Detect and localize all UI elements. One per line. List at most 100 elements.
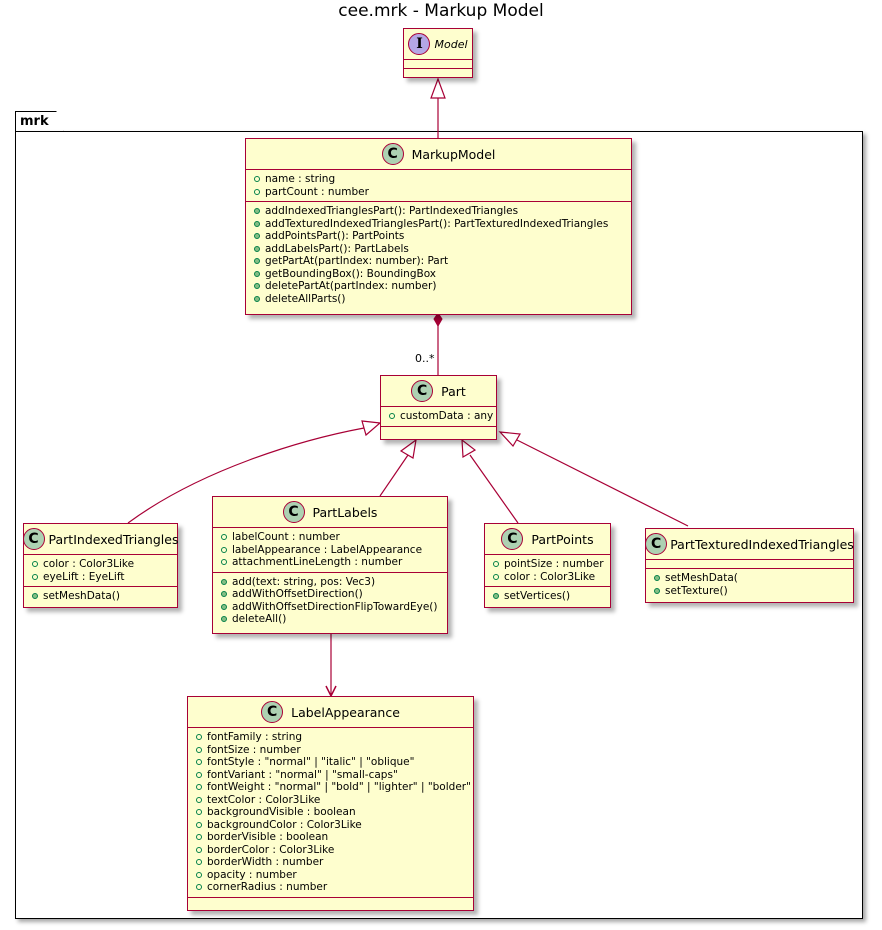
class-badge-icon: C	[261, 701, 284, 723]
operations-section: setVertices()	[485, 587, 610, 606]
operations-section: addIndexedTrianglesPart(): PartIndexedTr…	[246, 202, 631, 308]
public-method-icon	[254, 245, 260, 252]
attributes-section: name : string partCount : number	[246, 170, 631, 202]
public-attribute-icon	[196, 846, 202, 853]
operations-section: add(text: string, pos: Vec3) addWithOffs…	[213, 573, 447, 629]
operation: getBoundingBox(): BoundingBox	[265, 267, 437, 280]
public-method-icon	[254, 220, 260, 227]
operations-section	[381, 427, 496, 439]
attribute: fontVariant : "normal" | "small-caps"	[207, 768, 398, 781]
operation: deleteAllParts()	[265, 292, 346, 305]
public-method-icon	[221, 603, 227, 610]
diagram-title: cee.mrk - Markup Model	[338, 1, 544, 21]
attributes-section: fontFamily : string fontSize : number fo…	[188, 728, 473, 898]
public-method-icon	[254, 233, 260, 240]
public-attribute-icon	[196, 809, 202, 816]
public-attribute-icon	[493, 573, 499, 580]
attribute: color : Color3Like	[43, 558, 135, 570]
public-method-icon	[32, 593, 38, 600]
class-name: MarkupModel	[411, 146, 496, 162]
class-name: PartLabels	[312, 504, 378, 520]
attribute: borderColor : Color3Like	[207, 843, 335, 856]
class-name: LabelAppearance	[291, 704, 400, 720]
attribute: name : string	[265, 173, 336, 185]
attribute: color : Color3Like	[504, 570, 596, 583]
attribute: customData : any	[400, 410, 494, 422]
public-method-icon	[254, 270, 260, 277]
attribute: eyeLift : EyeLift	[43, 570, 125, 583]
public-attribute-icon	[196, 784, 202, 791]
class-name: PartIndexedTriangles	[48, 531, 179, 547]
class-badge-icon: C	[501, 528, 524, 550]
class-badge-icon: C	[22, 528, 45, 550]
operations-section: setMeshData( setTexture()	[646, 569, 853, 600]
attribute: backgroundVisible : boolean	[207, 806, 356, 818]
public-attribute-icon	[196, 759, 202, 766]
multiplicity-label: 0..*	[415, 352, 435, 365]
public-method-icon	[254, 295, 260, 302]
public-method-icon	[221, 591, 227, 598]
attribute: partCount : number	[265, 185, 369, 198]
attribute: backgroundColor : Color3Like	[207, 818, 362, 831]
public-attribute-icon	[254, 176, 260, 183]
operation: deletePartAt(partIndex: number)	[265, 280, 437, 292]
operations-section	[404, 69, 472, 76]
operation: addWithOffsetDirection()	[232, 588, 363, 600]
public-attribute-icon	[389, 413, 395, 420]
operation: setMeshData()	[43, 590, 120, 602]
operation: setTexture()	[665, 584, 728, 597]
operation: addWithOffsetDirectionFlipTowardEye()	[232, 600, 438, 613]
public-attribute-icon	[221, 546, 227, 553]
package-tab: mrk	[15, 111, 64, 132]
public-method-icon	[254, 258, 260, 265]
attributes-section	[646, 560, 853, 569]
operation: addPointsPart(): PartPoints	[265, 230, 405, 242]
attributes-section: color : Color3Like eyeLift : EyeLift	[24, 555, 177, 587]
operations-section	[188, 898, 473, 910]
public-attribute-icon	[196, 859, 202, 866]
operation: addIndexedTrianglesPart(): PartIndexedTr…	[265, 205, 519, 217]
class-markupmodel[interactable]: C MarkupModel name : string partCount : n…	[245, 138, 632, 315]
class-badge-icon: C	[282, 501, 305, 523]
attributes-section	[404, 60, 472, 69]
class-badge-icon: C	[381, 143, 404, 165]
operation: addTexturedIndexedTrianglesPart(): PartT…	[265, 217, 609, 230]
attribute: opacity : number	[207, 868, 297, 881]
attribute: borderWidth : number	[207, 856, 324, 868]
class-part[interactable]: C Part customData : any	[380, 375, 497, 440]
public-attribute-icon	[32, 573, 38, 580]
public-attribute-icon	[32, 561, 38, 568]
public-method-icon	[254, 283, 260, 290]
public-attribute-icon	[221, 559, 227, 566]
public-attribute-icon	[493, 561, 499, 568]
class-model[interactable]: I Model	[403, 28, 473, 78]
attribute: labelAppearance : LabelAppearance	[232, 543, 423, 556]
public-attribute-icon	[254, 188, 260, 195]
operation: setVertices()	[504, 590, 571, 602]
attribute: fontStyle : "normal" | "italic" | "obliq…	[207, 756, 415, 768]
class-badge-icon: C	[411, 380, 434, 402]
attribute: fontSize : number	[207, 743, 301, 756]
attribute: fontWeight : "normal" | "bold" | "lighte…	[207, 781, 471, 793]
attribute: cornerRadius : number	[207, 881, 328, 893]
class-partlabels[interactable]: C PartLabels labelCount : number labelApp…	[212, 496, 448, 634]
operations-section: setMeshData()	[24, 587, 177, 606]
operation: add(text: string, pos: Vec3)	[232, 575, 376, 588]
attributes-section: labelCount : number labelAppearance : La…	[213, 528, 447, 573]
class-labelappearance[interactable]: C LabelAppearance fontFamily : string fon…	[187, 696, 474, 911]
public-method-icon	[654, 587, 660, 594]
public-attribute-icon	[196, 834, 202, 841]
public-attribute-icon	[196, 771, 202, 778]
attribute: borderVisible : boolean	[207, 831, 329, 843]
class-name: Model	[434, 37, 468, 51]
operation: getPartAt(partIndex: number): Part	[265, 255, 449, 267]
class-name: PartTexturedIndexedTriangles	[670, 536, 854, 552]
attributes-section: pointSize : number color : Color3Like	[485, 555, 610, 587]
attribute: labelCount : number	[232, 531, 340, 543]
public-method-icon	[221, 578, 227, 585]
public-attribute-icon	[196, 734, 202, 741]
class-name: Part	[441, 383, 466, 399]
